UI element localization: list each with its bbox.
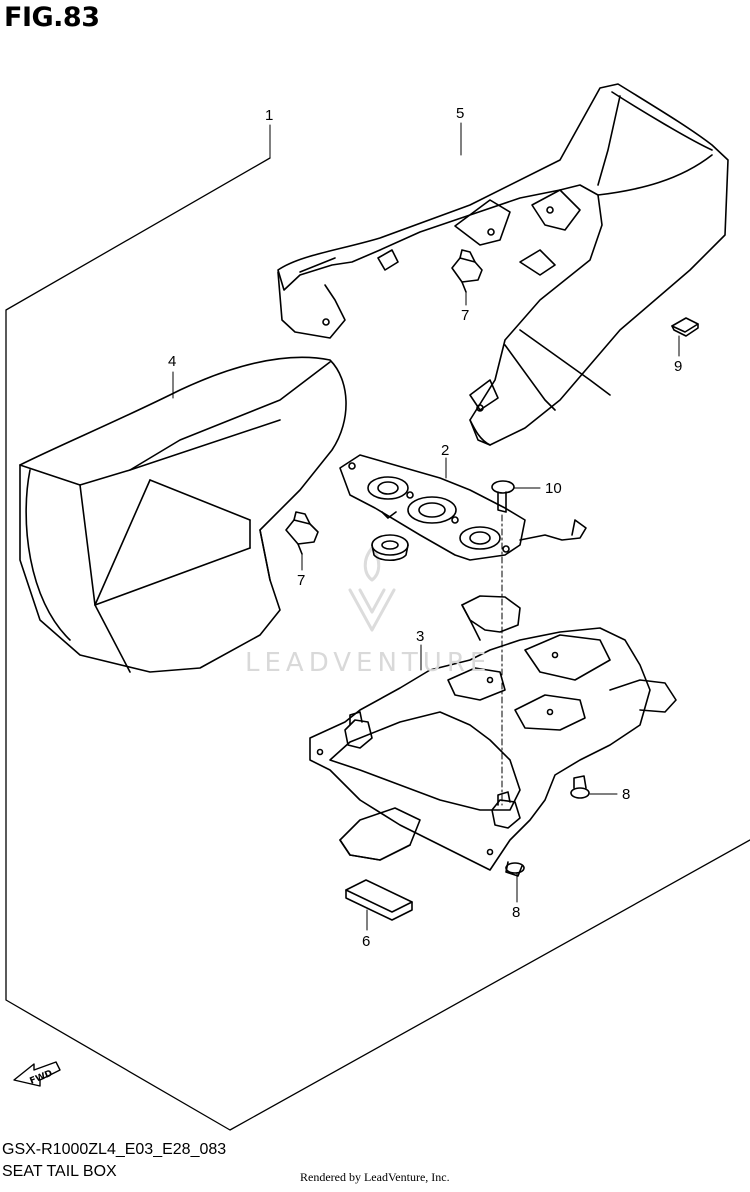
callout-part-8-right: 8 <box>622 786 631 803</box>
seat-cover-part <box>19 356 347 673</box>
fwd-arrow-icon: FWD <box>13 1061 61 1087</box>
callout-part-1: 1 <box>265 107 274 124</box>
watermark-text: LEADVENTURE <box>245 648 492 678</box>
section-name: SEAT TAIL BOX <box>2 1163 117 1180</box>
rendered-by-credit: Rendered by LeadVenture, Inc. <box>300 1170 450 1184</box>
rubber-pad-part <box>345 879 413 921</box>
grommet-part <box>371 534 409 562</box>
leader-lines <box>172 122 680 931</box>
callout-part-7-lower: 7 <box>297 572 306 589</box>
assembly-frame-outline <box>5 157 750 1131</box>
tail-box-frame-part <box>309 595 677 871</box>
callout-part-7-upper: 7 <box>461 307 470 324</box>
callout-part-10: 10 <box>545 480 562 497</box>
tail-cowl-part <box>277 83 729 446</box>
cushion-pad-part <box>671 317 699 337</box>
bolt-lower-part <box>505 861 525 877</box>
callout-part-3: 3 <box>416 628 425 645</box>
callout-part-9: 9 <box>674 358 683 375</box>
figure-title: FIG.83 <box>4 2 100 33</box>
clip-upper-part <box>451 249 483 293</box>
callout-part-8-lower: 8 <box>512 904 521 921</box>
model-code: GSX-R1000ZL4_E03_E28_083 <box>2 1141 227 1158</box>
clip-lower-part <box>285 511 319 555</box>
latch-plate-part <box>339 454 587 561</box>
callout-part-5: 5 <box>456 105 465 122</box>
callout-part-6: 6 <box>362 933 371 950</box>
callout-part-4: 4 <box>168 353 177 370</box>
screw-part <box>491 480 515 513</box>
bolt-right-part <box>570 775 590 799</box>
callout-part-2: 2 <box>441 442 450 459</box>
